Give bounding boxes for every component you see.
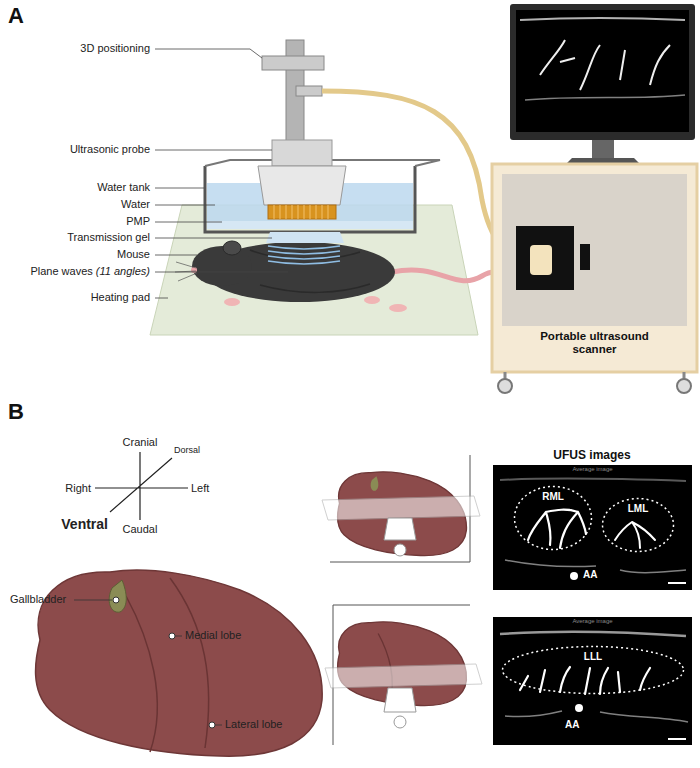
mouse-ear bbox=[223, 241, 241, 255]
imaging-plane bbox=[325, 664, 482, 688]
lobe-outline: RML bbox=[513, 485, 593, 551]
imaging-plane bbox=[322, 496, 480, 520]
gallbladder bbox=[371, 476, 379, 490]
scale-bar bbox=[668, 738, 686, 740]
panel-letter: B bbox=[8, 400, 24, 424]
monitor-stand bbox=[592, 140, 614, 158]
anatomy-label: Medial lobe bbox=[185, 629, 241, 642]
marker-dot bbox=[209, 722, 215, 728]
wheel bbox=[498, 379, 512, 393]
structure-label: RML bbox=[513, 491, 593, 503]
mouse-head bbox=[192, 246, 252, 286]
marker-dot bbox=[169, 633, 175, 639]
lobe-outline: LML bbox=[601, 497, 675, 553]
ufus-image-ground bbox=[493, 617, 692, 745]
leader-line bbox=[74, 600, 112, 601]
part-label: PMP bbox=[126, 215, 150, 228]
wheel bbox=[677, 379, 691, 393]
transmission-gel bbox=[266, 232, 344, 243]
probe-icon bbox=[394, 544, 406, 556]
structure-label: AA bbox=[583, 569, 597, 581]
positioning-bracket bbox=[262, 56, 324, 70]
screen-image bbox=[520, 18, 685, 20]
probe-connector bbox=[516, 226, 574, 290]
axis-label: Ventral bbox=[61, 516, 108, 532]
axis-label: Dorsal bbox=[174, 445, 200, 456]
vessel-signal bbox=[520, 667, 650, 694]
axis-label: Cranial bbox=[123, 436, 158, 449]
axis-label: Caudal bbox=[123, 523, 158, 536]
transducer bbox=[268, 205, 336, 219]
part-label: 3D positioning bbox=[80, 42, 150, 55]
scanner-panel bbox=[502, 174, 687, 326]
mouse-paw bbox=[389, 304, 407, 312]
probe-icon bbox=[384, 518, 416, 540]
scanner-cart: Portable ultrasound scanner bbox=[492, 162, 697, 372]
lobe-outline: LLL bbox=[501, 645, 685, 695]
part-label: (11 angles) bbox=[96, 265, 150, 278]
anatomy-label: Lateral lobe bbox=[225, 718, 283, 731]
vessel-signal bbox=[528, 510, 586, 548]
axis-label: Left bbox=[191, 482, 209, 495]
water-tank bbox=[205, 166, 415, 232]
mouse-paw bbox=[364, 296, 380, 304]
marker-dot bbox=[113, 597, 119, 603]
panel-heading: UFUS images bbox=[553, 448, 630, 462]
image-watermark: Average image bbox=[493, 466, 692, 473]
scale-bar bbox=[668, 582, 686, 584]
monitor bbox=[510, 4, 695, 140]
part-label: Transmission gel bbox=[67, 231, 150, 244]
mouse-whiskers bbox=[175, 262, 197, 281]
part-label: Heating pad bbox=[91, 291, 150, 304]
liver bbox=[36, 570, 323, 756]
mouse-tail bbox=[392, 270, 505, 281]
transducer-elements bbox=[274, 205, 328, 219]
probe-body bbox=[258, 166, 346, 205]
aorta-signal bbox=[575, 704, 583, 712]
ufus-image: Average imageAA RML LML bbox=[493, 465, 692, 590]
part-label: Plane waves bbox=[30, 265, 92, 278]
ufus-image: Average imageAA LLL bbox=[493, 617, 692, 745]
vessel-signal bbox=[505, 711, 688, 722]
image-watermark: Average image bbox=[493, 618, 692, 625]
structure-label: LML bbox=[601, 503, 675, 515]
panel-letter: A bbox=[8, 4, 24, 28]
axis-label: Right bbox=[65, 482, 91, 495]
pmp-layer bbox=[207, 221, 413, 229]
probe-handle bbox=[272, 140, 332, 166]
part-label: Ultrasonic probe bbox=[70, 143, 150, 156]
part-label: Water tank bbox=[97, 181, 150, 194]
probe-icon bbox=[384, 688, 416, 712]
leader-line bbox=[175, 636, 222, 725]
part-label: Mouse bbox=[117, 248, 150, 261]
device-label: Portable ultrasound scanner bbox=[492, 330, 697, 356]
scanner-cart-body bbox=[492, 164, 697, 372]
gallbladder bbox=[109, 580, 126, 612]
connector-slot bbox=[580, 244, 590, 270]
vessel-signal bbox=[615, 522, 655, 548]
structure-label: LLL bbox=[501, 651, 685, 663]
leader-line bbox=[155, 49, 288, 298]
screen-image bbox=[525, 95, 685, 100]
plane-waves bbox=[268, 246, 340, 264]
vessel-signal bbox=[500, 632, 686, 636]
ufus-image-ground bbox=[493, 465, 692, 590]
screen-vessels bbox=[540, 40, 670, 90]
positioning-arm bbox=[296, 86, 322, 96]
monitor-screen bbox=[516, 10, 689, 132]
orientation-axes bbox=[95, 452, 188, 520]
lobe-boundary bbox=[126, 578, 209, 752]
structure-label: AA bbox=[565, 719, 579, 731]
wheel-leg bbox=[505, 372, 684, 380]
probe-icon bbox=[394, 716, 406, 728]
part-label: Water bbox=[121, 198, 150, 211]
anatomy-label: Gallbladder bbox=[10, 593, 66, 606]
mouse-paw bbox=[224, 298, 240, 306]
aorta-signal bbox=[570, 572, 578, 580]
vessel-signal bbox=[500, 478, 686, 481]
probe-plug bbox=[530, 245, 552, 275]
